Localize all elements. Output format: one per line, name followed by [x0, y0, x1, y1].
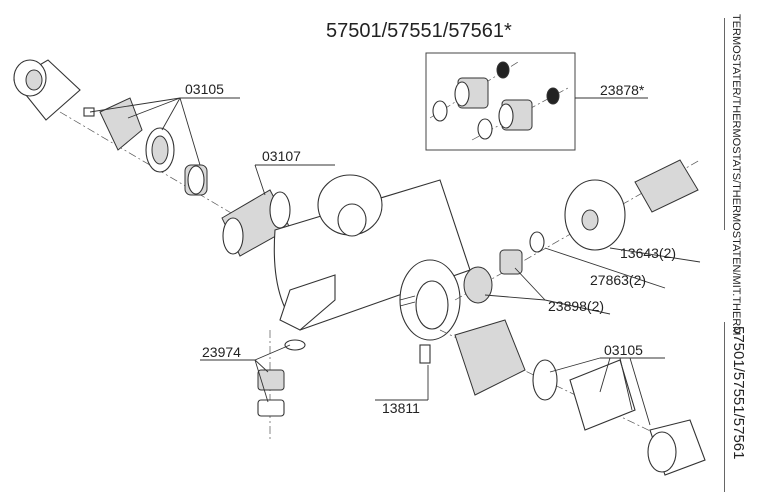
- mixer-body: [273, 174, 471, 341]
- part-label-03105-bottom: 03105: [604, 342, 643, 358]
- leader-03105-top: [89, 97, 240, 166]
- part-label-23878: 23878*: [600, 82, 645, 98]
- part-label-23898: 23898(2): [548, 298, 604, 314]
- part-label-03105-top: 03105: [185, 81, 224, 97]
- cartridge-03107: [221, 164, 335, 257]
- side-caption: TERMOSTATER/THERMOSTATS/THERMOSTATEN/MIT…: [724, 0, 754, 495]
- aerator-23974: [200, 330, 306, 440]
- part-label-13811: 13811: [382, 400, 420, 416]
- part-label-23974: 23974: [202, 344, 241, 360]
- side-divider-top: [724, 18, 725, 230]
- side-label: TERMOSTATER/THERMOSTATS/THERMOSTATEN/MIT…: [730, 14, 742, 336]
- side-divider-bottom: [724, 322, 725, 492]
- thermostat-knob-top: [13, 59, 261, 231]
- inset-box-23878: [425, 52, 648, 151]
- part-label-13643: 13643(2): [620, 245, 676, 261]
- diagram-title: 57501/57551/57561*: [326, 20, 512, 42]
- leader-03105-bottom: [549, 357, 665, 426]
- part-label-03107: 03107: [262, 148, 301, 164]
- side-models: 57501/57551/57561: [730, 326, 747, 460]
- leaders-right: [484, 247, 701, 315]
- wall-connection-parts: [454, 159, 701, 304]
- cartridge-13811: [375, 319, 706, 476]
- part-label-27863: 27863(2): [590, 272, 646, 288]
